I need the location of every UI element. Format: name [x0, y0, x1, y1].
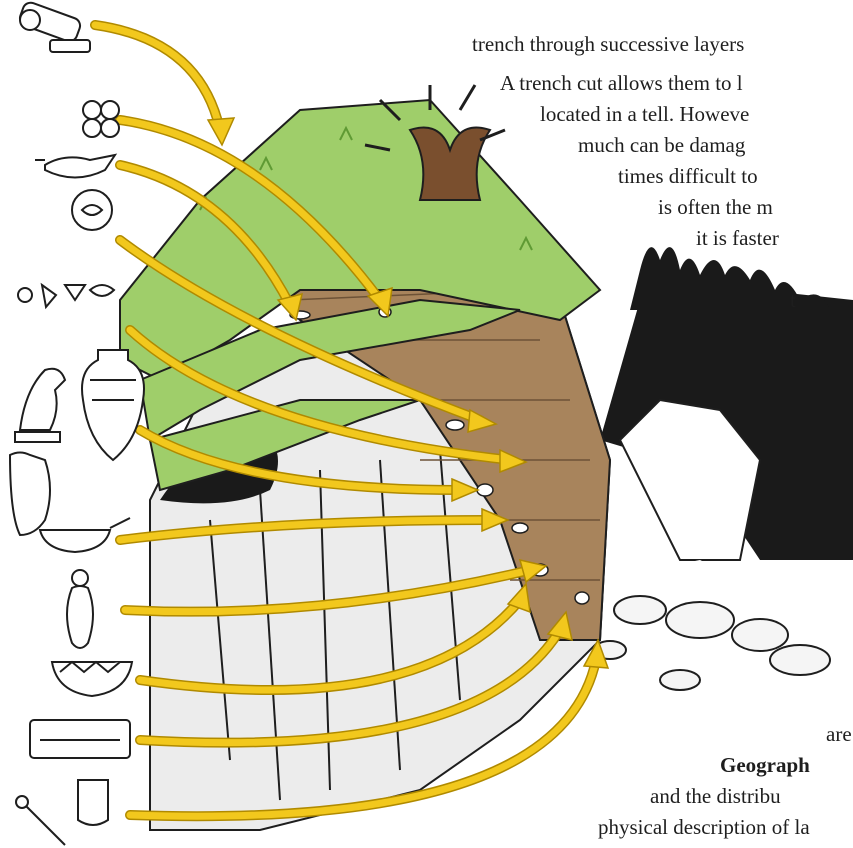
bird-statue-icon	[15, 369, 65, 442]
text-line-2: A trench cut allows them to l	[500, 71, 853, 96]
coin-icon	[72, 190, 112, 230]
tools-icon	[18, 285, 114, 307]
text-line-6: is often the m	[658, 195, 853, 220]
text-line-8: t	[790, 288, 853, 313]
text-line-9: are	[826, 722, 853, 747]
text-line-12: physical description of la	[598, 815, 853, 840]
jug-icon	[10, 453, 50, 536]
text-line-10: Geograph	[720, 753, 853, 778]
dish-icon	[40, 518, 130, 552]
oil-lamp-icon	[35, 155, 115, 178]
tablet-icon	[30, 720, 130, 758]
amphora-icon	[82, 350, 144, 460]
text-line-3: located in a tell. Howeve	[540, 102, 853, 127]
text-line-11: and the distribu	[650, 784, 853, 809]
text-line-10-bold: Geograph	[720, 753, 810, 777]
text-line-7: it is faster	[696, 226, 853, 251]
four-leaf-ornament-icon	[83, 101, 119, 137]
bowl-icon	[52, 662, 132, 696]
bone-pot-icon	[16, 780, 108, 845]
text-line-4: much can be damag	[578, 133, 853, 158]
text-line-5: times difficult to	[618, 164, 853, 189]
cannon-icon	[18, 0, 90, 52]
artifact-icons	[10, 0, 144, 845]
text-line-1: trench through successive layers	[472, 32, 853, 57]
figurine-icon	[67, 570, 93, 648]
